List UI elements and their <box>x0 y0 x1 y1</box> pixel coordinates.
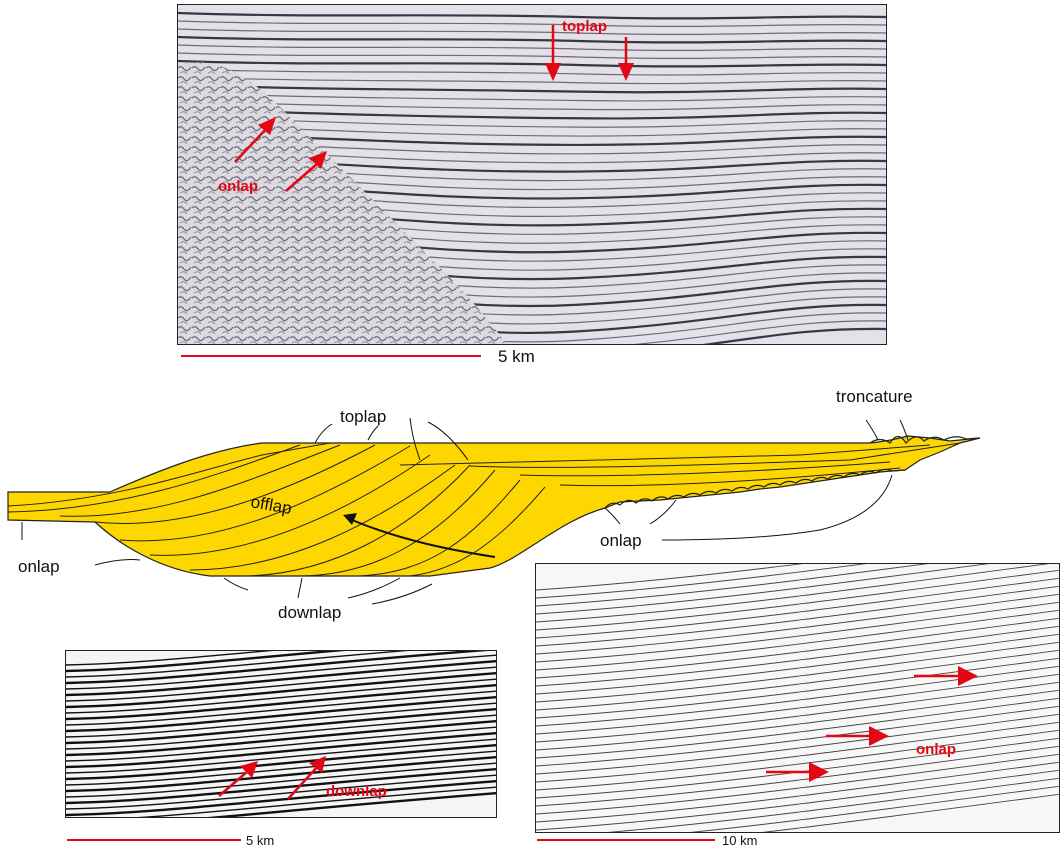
onlap-label-top: onlap <box>218 178 258 195</box>
toplap-label-top: toplap <box>562 18 607 35</box>
onlap-label-bottom-right: onlap <box>916 741 956 758</box>
troncature-label: troncature <box>836 387 913 406</box>
scale-bar-top <box>177 346 497 368</box>
onlap-label-right: onlap <box>600 531 642 550</box>
toplap-label-diagram: toplap <box>340 407 386 426</box>
downlap-label: downlap <box>278 603 341 622</box>
seismic-image-top: toplap onlap <box>178 5 887 345</box>
seismic-section-bottom-right: onlap <box>535 563 1060 833</box>
seismic-section-bottom-left: downlap <box>65 650 497 818</box>
seismic-image-bottom-right: onlap <box>536 564 1060 833</box>
seismic-section-top: toplap onlap <box>177 4 887 345</box>
downlap-label-seismic: downlap <box>326 783 387 800</box>
onlap-label-left: onlap <box>18 557 60 576</box>
scale-bar-bottom-left <box>65 830 265 850</box>
scale-label-bottom-left: 5 km <box>246 833 274 848</box>
seismic-image-bottom-left: downlap <box>66 651 497 818</box>
scale-label-bottom-right: 10 km <box>722 833 757 848</box>
scale-label-top: 5 km <box>498 347 535 367</box>
